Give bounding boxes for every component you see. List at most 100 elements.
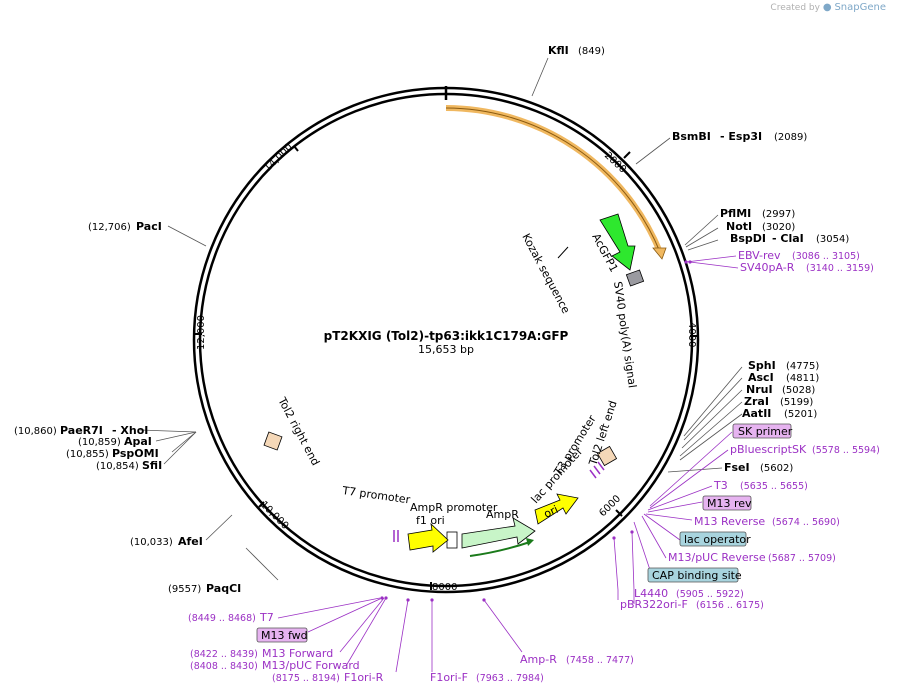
svg-text:(3086 .. 3105): (3086 .. 3105): [792, 251, 860, 262]
svg-text:M13 rev: M13 rev: [707, 497, 752, 510]
svg-text:(5602): (5602): [760, 463, 793, 474]
kozak-label: Kozak sequence: [519, 231, 572, 316]
svg-text:14,000: 14,000: [262, 142, 295, 175]
primer-m13-fwd: M13 fwd: [256, 627, 308, 643]
primer-m13-puc-forward: (8408 .. 8430)M13/pUC Forward: [190, 659, 360, 672]
svg-text:M13 fwd: M13 fwd: [261, 629, 308, 642]
svg-text:(5905 .. 5922): (5905 .. 5922): [676, 589, 744, 600]
svg-text:F1ori-R: F1ori-R: [344, 671, 384, 684]
lac-promoter-label: lac promoter: [529, 445, 586, 506]
svg-text:(4811): (4811): [786, 373, 819, 384]
svg-text:(2089): (2089): [774, 132, 807, 143]
svg-text:(6156 .. 6175): (6156 .. 6175): [696, 600, 764, 611]
enzyme-pspomi: (10,855)PspOMI: [66, 447, 159, 460]
svg-text:12,000: 12,000: [196, 315, 207, 350]
primer-f1ori-f: F1ori-F(7963 .. 7984): [430, 671, 544, 684]
enzyme-bsmbi: BsmBI- Esp3I(2089): [672, 130, 807, 143]
svg-text:SK primer: SK primer: [738, 425, 793, 438]
tick-10000: 10,000: [258, 499, 291, 532]
svg-text:- ClaI: - ClaI: [772, 232, 804, 245]
sv40-box: [625, 269, 645, 287]
ampr-arrow: [461, 517, 536, 549]
primer-amp-r: Amp-R(7458 .. 7477): [520, 653, 634, 666]
svg-text:(7963 .. 7984): (7963 .. 7984): [476, 673, 544, 684]
enzyme-noti: NotI(3020): [726, 220, 795, 233]
primer-ebv-rev: EBV-rev (3086 .. 3105): [738, 249, 860, 262]
primer-sv40pa-r: SV40pA-R (3140 .. 3159): [740, 261, 874, 274]
enzyme-afei: (10,033) AfeI: [130, 535, 203, 548]
svg-text:M13/pUC Forward: M13/pUC Forward: [262, 659, 360, 672]
svg-text:(5635 .. 5655): (5635 .. 5655): [740, 481, 808, 492]
svg-text:(4775): (4775): [786, 361, 819, 372]
ampr-underline: [469, 541, 531, 557]
enzyme-nrui: NruI(5028): [746, 383, 815, 396]
kozak-line: [557, 246, 569, 259]
svg-text:AfeI: AfeI: [178, 535, 203, 548]
svg-text:BsmBI: BsmBI: [672, 130, 711, 143]
svg-text:AatII: AatII: [742, 407, 771, 420]
svg-text:M13/pUC Reverse: M13/pUC Reverse: [668, 551, 766, 564]
tick-12000: 12,000: [194, 315, 207, 350]
plasmid-length: 15,653 bp: [418, 343, 474, 356]
svg-text:(5578 .. 5594): (5578 .. 5594): [812, 445, 880, 456]
svg-text:(10,859): (10,859): [78, 437, 121, 448]
primer-m13-puc-reverse: M13/pUC Reverse(5687 .. 5709): [668, 551, 836, 564]
svg-text:(3140 .. 3159): (3140 .. 3159): [806, 263, 874, 274]
svg-text:(7458 .. 7477): (7458 .. 7477): [566, 655, 634, 666]
enzyme-leaders: [139, 57, 743, 581]
enzyme-sphi: SphI(4775): [748, 359, 819, 372]
primer-sk-primer: SK primer: [732, 423, 793, 439]
svg-text:(10,033): (10,033): [130, 537, 173, 548]
enzyme-zrai: ZraI (5199): [744, 395, 813, 408]
enzyme-fsei: FseI (5602): [724, 461, 793, 474]
svg-text:(10,854): (10,854): [96, 461, 139, 472]
enzyme-paer7i: (10,860)PaeR7I- XhoI: [14, 424, 148, 437]
enzyme-paqci: (9557)PaqCI: [168, 582, 241, 595]
snapgene-brand: Created by ● SnapGene: [770, 2, 886, 13]
svg-text:(5687 .. 5709): (5687 .. 5709): [768, 553, 836, 564]
svg-text:SV40pA-R: SV40pA-R: [740, 261, 795, 274]
svg-text:ApaI: ApaI: [124, 435, 152, 448]
insert-arc: [445, 105, 663, 254]
svg-text:(8175 .. 8194): (8175 .. 8194): [272, 673, 340, 684]
svg-text:pBluescriptSK: pBluescriptSK: [730, 443, 807, 456]
svg-text:BspDI: BspDI: [730, 232, 766, 245]
enzyme-paci: (12,706)PacI: [88, 220, 162, 233]
sv40-label: SV40 poly(A) signal: [611, 281, 639, 389]
enzyme-kfli: KflI(849): [548, 44, 605, 57]
enzyme-bspdi: BspDI- ClaI(3054): [730, 232, 849, 245]
ampr-promoter-label: AmpR promoter: [410, 501, 498, 514]
svg-text:EBV-rev: EBV-rev: [738, 249, 781, 262]
svg-text:ZraI: ZraI: [744, 395, 769, 408]
svg-text:M13 Forward: M13 Forward: [262, 647, 333, 660]
svg-text:L4440: L4440: [634, 587, 668, 600]
primer-m13-reverse: M13 Reverse(5674 .. 5690): [694, 515, 840, 528]
tick-8000: 8000: [430, 582, 457, 593]
svg-text:NotI: NotI: [726, 220, 752, 233]
svg-text:pBR322ori-F: pBR322ori-F: [620, 598, 688, 611]
svg-text:(5028): (5028): [782, 385, 815, 396]
f1-ori-label: f1 ori: [416, 514, 445, 527]
svg-text:(2997): (2997): [762, 209, 795, 220]
tol2-right-box: [263, 431, 283, 451]
t7-promoter-label: T7 promoter: [341, 484, 412, 507]
primer-f1ori-r: (8175 .. 8194) F1ori-R: [272, 671, 384, 684]
enzyme-aatii: AatII(5201): [742, 407, 817, 420]
svg-text:FseI: FseI: [724, 461, 750, 474]
svg-text:(12,706): (12,706): [88, 222, 131, 233]
enzyme-apai: (10,859)ApaI: [78, 435, 152, 448]
svg-text:KflI: KflI: [548, 44, 569, 57]
ampr-underline-head: [526, 538, 534, 546]
enzyme-pflmi: PflMI(2997): [720, 207, 795, 220]
enzyme-asci: AscI(4811): [748, 371, 819, 384]
primer-t3: T3(5635 .. 5655): [713, 479, 808, 492]
svg-text:10,000: 10,000: [258, 499, 291, 532]
svg-text:(5674 .. 5690): (5674 .. 5690): [772, 517, 840, 528]
tol2-right-label: Tol2 right end: [275, 394, 322, 467]
primer-leaders: [277, 255, 739, 673]
primer-t7: (8449 .. 8468)T7: [188, 611, 274, 624]
svg-text:4000: 4000: [686, 322, 697, 347]
svg-text:(5199): (5199): [780, 397, 813, 408]
svg-text:(8449 .. 8468): (8449 .. 8468): [188, 613, 256, 624]
